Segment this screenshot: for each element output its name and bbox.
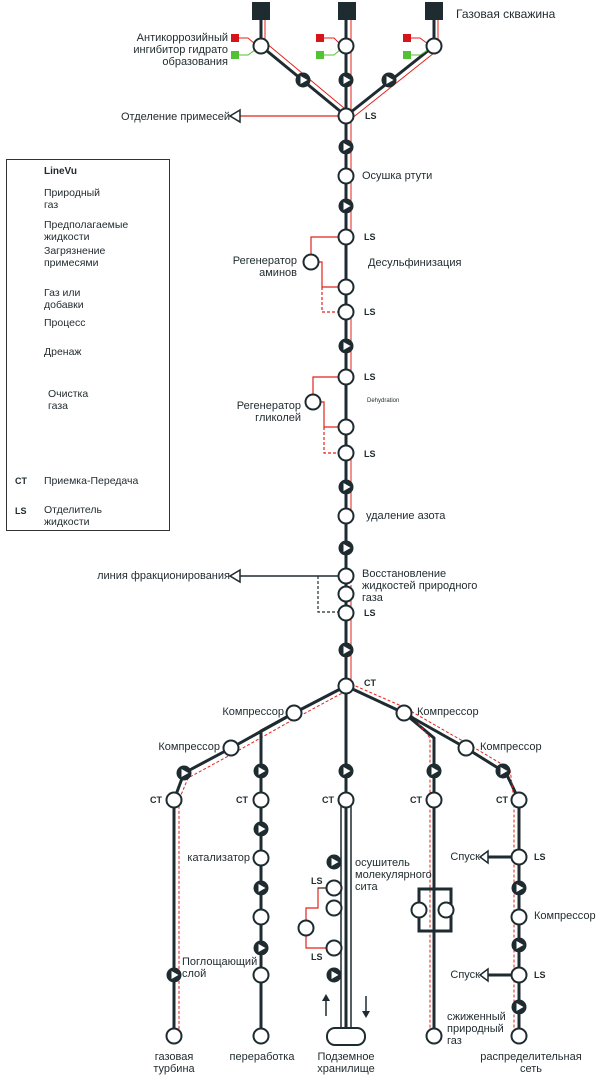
- absorbing-layer-label: Поглощающий слой: [182, 956, 258, 980]
- legend-process-label: Процесс: [44, 317, 86, 329]
- legend-ls-code: LS: [15, 506, 27, 516]
- glycol-regenerator-loop: [312, 376, 346, 454]
- ct-tag: CT: [496, 795, 508, 805]
- ngl-recovery-label: Восстановление жидкостей природного газа: [362, 568, 478, 604]
- compressor-label: Компрессор: [222, 706, 284, 718]
- legend-liquids-label: Предполагаемые жидкости: [44, 219, 129, 243]
- ls-tag: LS: [364, 232, 376, 242]
- ct-tag: CT: [410, 795, 422, 805]
- storage-arrows: [322, 994, 370, 1018]
- glycol-regenerator-label: Регенератор гликолей: [236, 400, 301, 424]
- compressor-label: Компрессор: [158, 741, 220, 753]
- ls-tag: LS: [364, 608, 376, 618]
- inhibitor-label: Антикоррозийный ингибитор гидрато образо…: [133, 32, 228, 68]
- legend-ct-label: Приемка-Передача: [44, 475, 139, 487]
- legend-gas-cleaning-label: Очистка газа: [48, 388, 89, 412]
- fractionation-line: [228, 568, 346, 613]
- mercury-drying-label: Осушка ртути: [362, 170, 433, 182]
- ls-tag: LS: [311, 952, 323, 962]
- storage-tank: [326, 1027, 366, 1046]
- ls-tag: LS: [364, 449, 376, 459]
- ls-tag: LS: [534, 852, 546, 862]
- compressor-label: Компрессор: [534, 910, 596, 922]
- nitrogen-removal-label: удаление азота: [366, 510, 446, 522]
- legend-ct-code: CT: [15, 476, 27, 486]
- legend-drain-label: Дренаж: [44, 346, 82, 358]
- legend-contamination-label: Загрязнение примесями: [44, 245, 106, 269]
- amine-regenerator-loop: [310, 236, 346, 313]
- fractionation-line-label: линия фракционирования: [97, 570, 230, 582]
- additive-squares: [231, 34, 411, 59]
- ls-tag: LS: [364, 372, 376, 382]
- compressor-label: Компрессор: [480, 741, 542, 753]
- mol-sieve-dryer-label: осушитель молекулярного сита: [355, 857, 432, 893]
- lng-label: сжиженный природный газ: [447, 1011, 506, 1047]
- legend-natural-gas-label: Природный газ: [44, 187, 101, 211]
- distribution-network-label: распределительная сеть: [480, 1051, 582, 1075]
- desulfurization-label: Десульфинизация: [368, 257, 462, 269]
- ls-tag: LS: [364, 307, 376, 317]
- legend-ls-label: Отделитель жидкости: [44, 504, 103, 528]
- impurity-separation-label: Отделение примесей: [121, 111, 230, 123]
- gas-well-label: Газовая скважина: [456, 7, 556, 21]
- impurity-separation-line: [228, 108, 346, 124]
- legend-box: [6, 159, 170, 531]
- drain-label: Спуск: [450, 851, 480, 863]
- underground-storage-label: Подземное хранилище: [317, 1051, 375, 1075]
- legend-gas-additives-label: Газ или добавки: [44, 287, 84, 311]
- ls-tag: LS: [311, 876, 323, 886]
- processing-label: переработка: [229, 1051, 295, 1063]
- compressor-label: Компрессор: [417, 706, 479, 718]
- dehydration-label: Dehydration: [367, 398, 400, 404]
- ct-tag: CT: [364, 678, 376, 688]
- ct-tag: CT: [150, 795, 162, 805]
- amine-regenerator-label: Регенератор аминов: [232, 255, 297, 279]
- gas-turbine-label: газовая турбина: [153, 1051, 195, 1075]
- ct-tag: CT: [322, 795, 334, 805]
- ct-tag: CT: [236, 795, 248, 805]
- ls-tag: LS: [365, 111, 377, 121]
- mol-sieve-loop: [305, 887, 334, 949]
- drain-label: Спуск: [450, 969, 480, 981]
- ls-tag: LS: [534, 970, 546, 980]
- legend-linevu-label: LineVu: [44, 166, 77, 177]
- catalyst-label: катализатор: [187, 852, 250, 864]
- gas-well-squares: [252, 2, 443, 20]
